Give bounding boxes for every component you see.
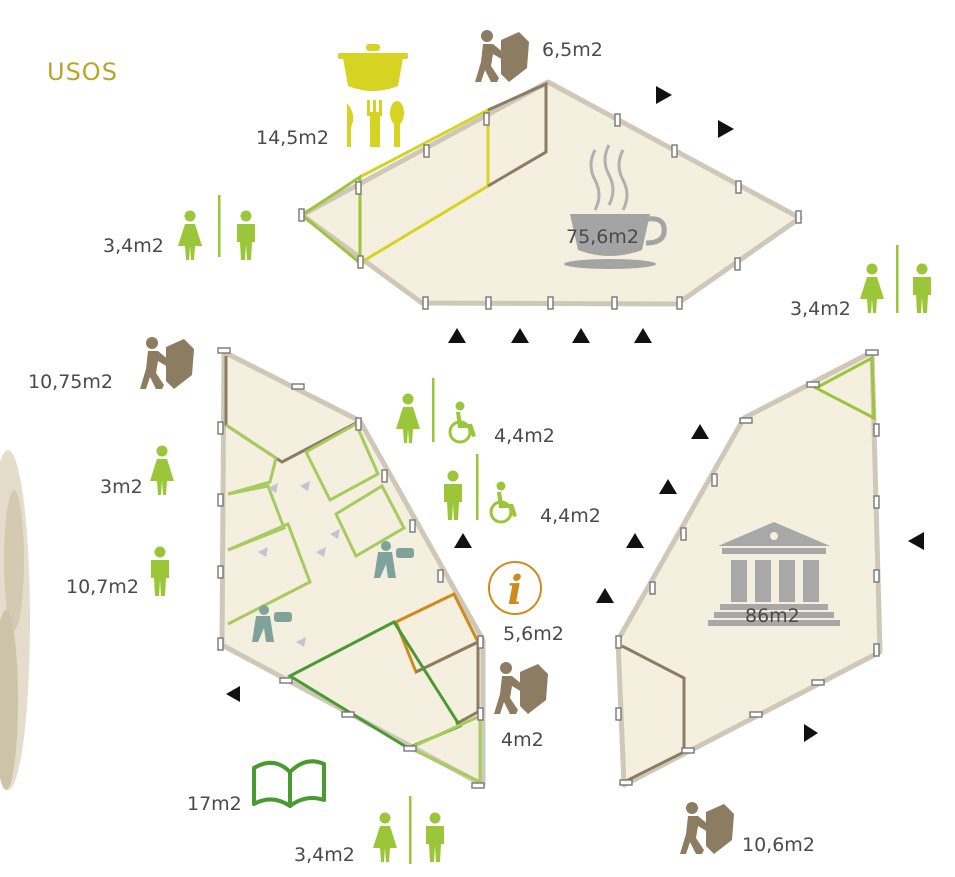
library: 17m2 [187, 759, 326, 815]
area-label-library: 17m2 [187, 793, 242, 815]
entrance-triangle-icon [226, 686, 240, 702]
area-label-wc-women: 3m2 [100, 476, 143, 498]
foliage-decoration [0, 450, 30, 790]
area-label-storage-left: 10,75m2 [28, 371, 113, 393]
area-label-wc-bottom: 3,4m2 [294, 844, 355, 866]
man-icon [913, 263, 931, 313]
entrance-triangle-icon [718, 120, 734, 138]
accessible-wc-women: 4,4m2 [396, 378, 555, 447]
entrance-triangle-icon [572, 328, 590, 343]
open-book-icon [252, 759, 326, 808]
area-label-info: 5,6m2 [503, 623, 564, 645]
wc-men: 10,7m2 [66, 546, 169, 598]
museum-building-icon [708, 522, 840, 626]
module-cafe: 75,6m2 [298, 79, 803, 310]
module-museum: 86m2 [615, 349, 883, 788]
area-label-storage-bottom-right: 10,6m2 [742, 834, 815, 856]
entrance-triangle-icon [448, 328, 466, 343]
wheelchair-icon [489, 480, 519, 524]
storage-top: 6,5m2 [475, 30, 603, 82]
entrance-markers-top [448, 86, 734, 343]
storage-bottom-right: 10,6m2 [680, 802, 815, 856]
svg-text:i: i [507, 567, 522, 614]
area-label-storage-top: 6,5m2 [542, 39, 603, 61]
wc-top-left: 3,4m2 [103, 195, 255, 260]
storage-icon [140, 337, 194, 389]
module-services [217, 347, 486, 789]
area-label-storage-center: 4m2 [501, 729, 544, 751]
kitchen-group: 14,5m2 [256, 44, 408, 149]
woman-icon [150, 445, 174, 495]
info-icon: i [488, 561, 542, 615]
entrance-triangle-icon [804, 724, 818, 742]
entrance-markers-middle [226, 424, 924, 742]
wc-bottom: 3,4m2 [294, 796, 444, 866]
panel-joints [615, 349, 880, 786]
entrance-triangle-icon [596, 588, 614, 603]
man-icon [237, 210, 255, 260]
area-label-accessible-women: 4,4m2 [494, 425, 555, 447]
woman-icon [373, 812, 397, 862]
area-label-museum: 86m2 [745, 605, 800, 627]
man-icon [151, 546, 169, 596]
circulation-arrows [258, 481, 340, 647]
area-label-wc-right: 3,4m2 [790, 298, 851, 320]
accessible-wc-men: 4,4m2 [444, 454, 601, 527]
man-icon [426, 812, 444, 862]
area-label-cafe: 75,6m2 [566, 226, 639, 248]
storage-center: 4m2 [494, 662, 548, 751]
area-label-accessible-men: 4,4m2 [540, 505, 601, 527]
wash-basin-icon [252, 605, 292, 642]
page-title: USOS [47, 58, 118, 86]
panel-joints [298, 112, 802, 310]
entrance-triangle-icon [691, 424, 709, 439]
woman-icon [860, 263, 884, 313]
cutlery-icon [347, 100, 404, 147]
entrance-triangle-icon [659, 479, 677, 494]
area-label-wc-top-left: 3,4m2 [103, 235, 164, 257]
cooking-pot-icon [338, 44, 408, 91]
entrance-triangle-icon [634, 328, 652, 343]
entrance-triangle-icon [626, 533, 644, 548]
info-point: i 5,6m2 [488, 561, 564, 645]
entrance-triangle-icon [511, 328, 529, 343]
area-label-wc-men: 10,7m2 [66, 576, 139, 598]
storage-icon [475, 30, 529, 82]
entrance-triangle-icon [454, 533, 472, 548]
panel-joints [217, 347, 485, 789]
woman-icon [178, 210, 202, 260]
woman-icon [396, 393, 420, 443]
storage-icon [680, 802, 734, 854]
wc-right: 3,4m2 [790, 245, 931, 320]
man-icon [444, 470, 462, 520]
entrance-triangle-icon [908, 532, 924, 550]
storage-left: 10,75m2 [28, 337, 194, 393]
entrance-triangle-icon [656, 86, 672, 104]
wheelchair-icon [448, 400, 478, 444]
storage-icon [494, 662, 548, 714]
area-label-kitchen: 14,5m2 [256, 127, 329, 149]
coffee-cup-icon [564, 144, 667, 269]
wc-women: 3m2 [100, 445, 174, 498]
wash-basin-icon [374, 541, 414, 578]
